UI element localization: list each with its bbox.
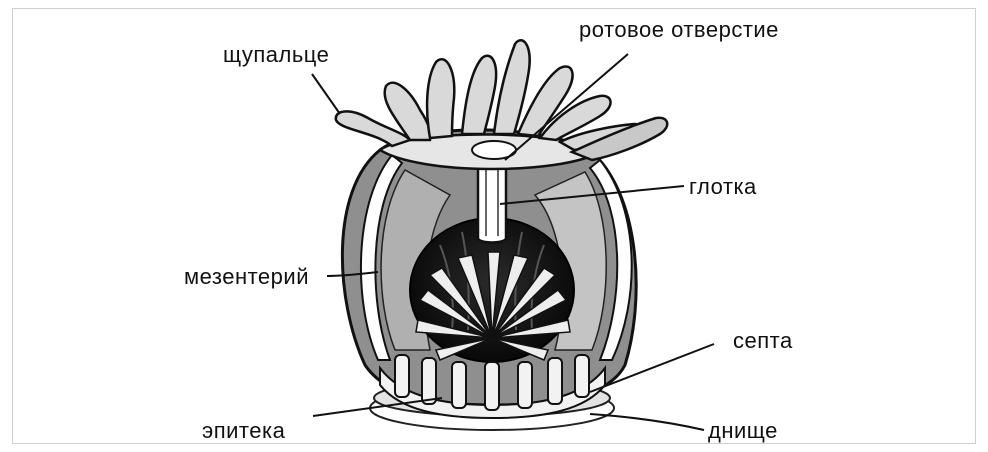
label-base: днище: [708, 420, 778, 442]
leader-tentacle: [312, 74, 340, 114]
label-mesentery: мезентерий: [184, 266, 309, 288]
tentacle-crown: [336, 40, 667, 169]
pharynx-tube: [478, 168, 506, 243]
label-pharynx: глотка: [689, 176, 757, 198]
label-septum: септа: [733, 330, 793, 352]
label-tentacle: щупальце: [223, 44, 329, 66]
label-epitheca: эпитека: [202, 420, 285, 442]
label-mouth: ротовое отверстие: [579, 19, 779, 41]
